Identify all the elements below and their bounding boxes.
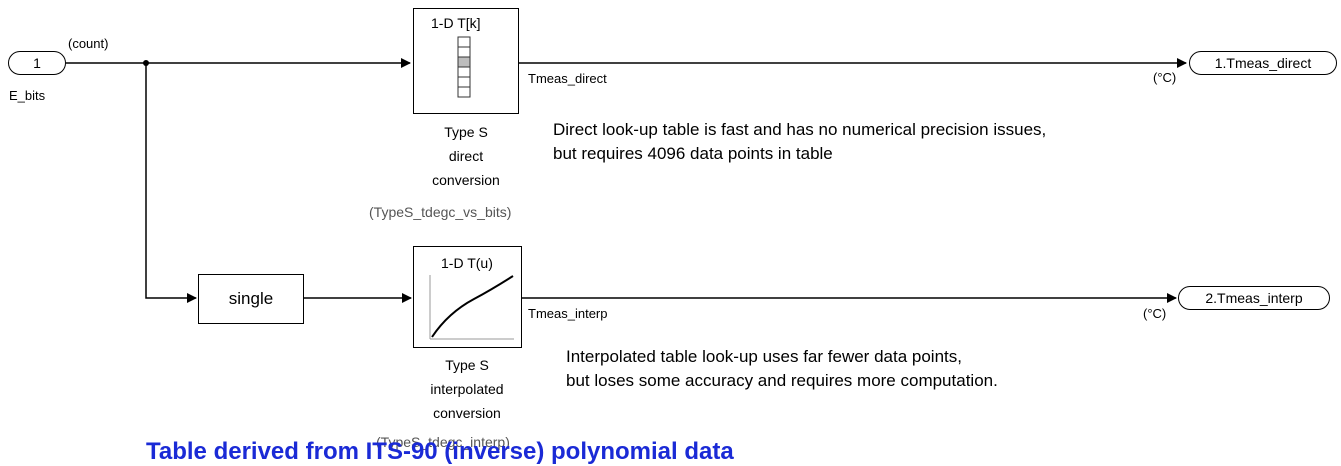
direct-lookup-parameter: (TypeS_tdegc_vs_bits) bbox=[369, 204, 512, 220]
inport-signal-unit: (count) bbox=[68, 36, 109, 51]
interp-lookup-name-line-2: interpolated bbox=[430, 381, 504, 397]
interp-lookup-block[interactable]: 1-D T(u) bbox=[413, 246, 522, 348]
table-icon bbox=[457, 36, 471, 98]
conversion-label: single bbox=[228, 289, 274, 308]
footer-title: Table derived from ITS-90 (inverse) poly… bbox=[146, 438, 734, 465]
interp-output-unit: (°C) bbox=[1143, 306, 1167, 321]
direct-lookup-name-line-2: direct bbox=[448, 148, 484, 164]
simulink-canvas: 1 E_bits (count) 1-D T[k] Type S direct … bbox=[8, 8, 1337, 465]
note-interp-line-1: Interpolated table look-up uses far fewe… bbox=[566, 347, 962, 366]
interp-lookup-name: Type S interpolated conversion bbox=[416, 353, 518, 425]
interp-lookup-name-line-1: Type S bbox=[445, 357, 489, 373]
outport-1-label: 1.Tmeas_direct bbox=[1214, 55, 1312, 71]
note-interp-line-2: but loses some accuracy and requires mor… bbox=[566, 371, 998, 390]
data-type-conversion-block[interactable]: single bbox=[198, 274, 304, 324]
direct-output-signal-name: Tmeas_direct bbox=[528, 71, 607, 86]
direct-lookup-icon-text: 1-D T[k] bbox=[431, 15, 481, 31]
direct-lookup-name-line-3: conversion bbox=[432, 172, 500, 188]
interp-output-signal-name: Tmeas_interp bbox=[528, 306, 608, 321]
outport-2-label: 2.Tmeas_interp bbox=[1205, 290, 1303, 306]
inport-name: E_bits bbox=[9, 88, 46, 103]
direct-lookup-name: Type S direct conversion bbox=[418, 120, 514, 192]
direct-lookup-name-line-1: Type S bbox=[444, 124, 488, 140]
note-direct-line-2: but requires 4096 data points in table bbox=[553, 144, 833, 163]
direct-lookup-block[interactable]: 1-D T[k] bbox=[413, 8, 519, 114]
interp-lookup-name-line-3: conversion bbox=[433, 405, 501, 421]
inport-number: 1 bbox=[33, 55, 41, 71]
curve-icon bbox=[429, 275, 514, 340]
direct-output-unit: (°C) bbox=[1153, 70, 1177, 85]
note-interp: Interpolated table look-up uses far fewe… bbox=[566, 345, 998, 393]
line-branch-to-single[interactable] bbox=[145, 63, 197, 303]
outport-2[interactable]: 2.Tmeas_interp bbox=[1178, 286, 1330, 310]
inport-1[interactable]: 1 bbox=[8, 51, 66, 75]
note-direct: Direct look-up table is fast and has no … bbox=[553, 118, 1046, 166]
interp-lookup-parameter: (TypeS_tdegc_interp) bbox=[376, 434, 510, 450]
signal-lines bbox=[66, 58, 1187, 303]
note-direct-line-1: Direct look-up table is fast and has no … bbox=[553, 120, 1047, 139]
interp-lookup-icon-text: 1-D T(u) bbox=[441, 255, 493, 271]
outport-1[interactable]: 1.Tmeas_direct bbox=[1189, 51, 1337, 75]
